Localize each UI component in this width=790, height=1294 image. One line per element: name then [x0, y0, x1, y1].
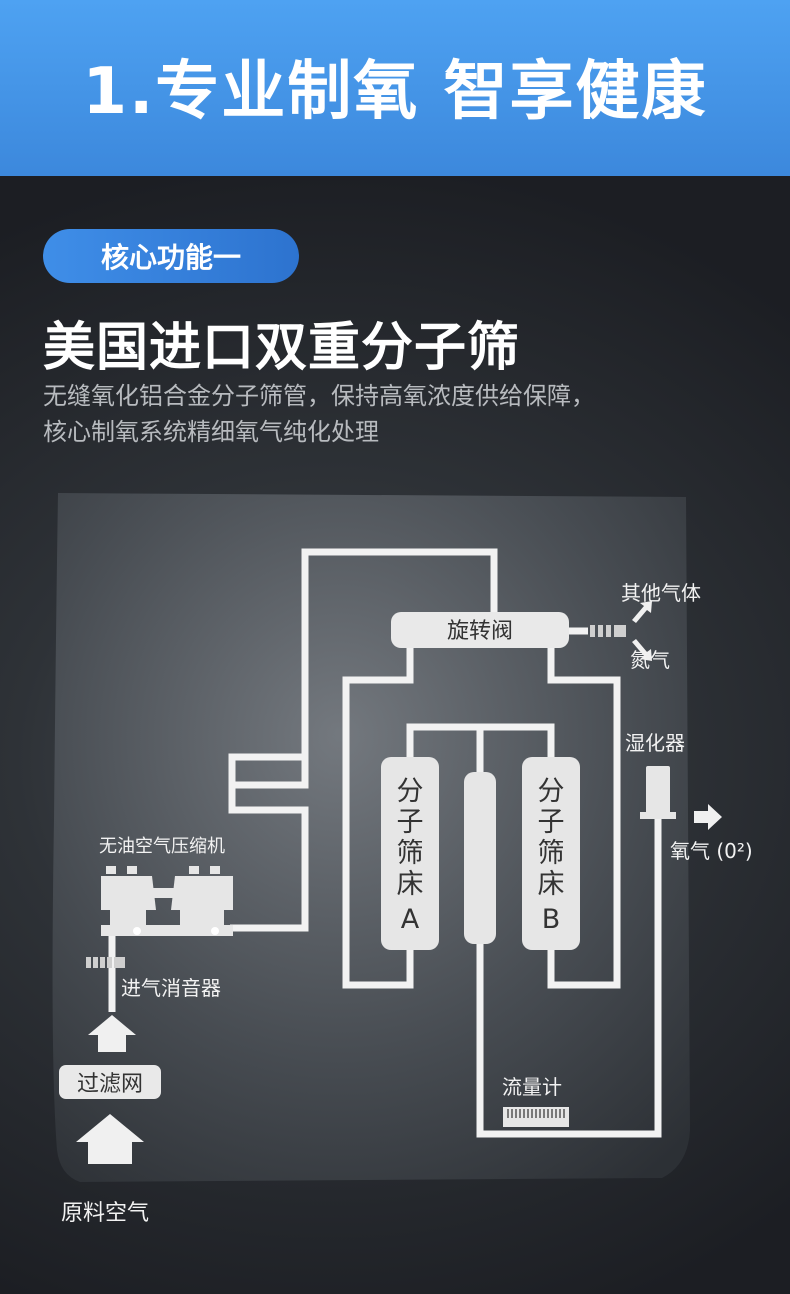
compressor-label: 无油空气压缩机	[99, 836, 225, 857]
sieve-b-char: 筛	[538, 838, 565, 869]
pipe-valve-right	[547, 640, 621, 989]
sieve-bed-a-label: 分 子 筛 床 A	[397, 776, 424, 935]
sieve-b-char: 子	[538, 807, 565, 838]
rotary-valve-label: 旋转阀	[447, 619, 513, 644]
sieve-a-char: 床	[397, 869, 424, 900]
pipe-top-connector	[406, 723, 555, 775]
pipe-valve-left	[342, 640, 414, 989]
sieve-bed-b	[522, 757, 580, 950]
description-line-1: 无缝氧化铝合金分子筛管，保持高氧浓度供给保障，	[43, 382, 595, 410]
filter-label: 过滤网	[77, 1072, 143, 1097]
rotary-valve-box	[391, 612, 569, 648]
section-description: 无缝氧化铝合金分子筛管，保持高氧浓度供给保障， 核心制氧系统精细氧气纯化处理	[43, 378, 595, 450]
pipe-middle-down	[476, 818, 662, 1138]
flowmeter-icon	[503, 1107, 569, 1127]
page-title: 1.专业制氧 智享健康	[82, 55, 708, 129]
oxygen-output-label: 氧气 (0²)	[670, 839, 753, 863]
sieve-b-char: B	[542, 904, 561, 935]
sieve-a-char: 筛	[397, 838, 424, 869]
humidifier-label: 湿化器	[625, 731, 685, 755]
filter-box	[59, 1065, 161, 1099]
machine-body-silhouette	[52, 493, 690, 1182]
sieve-bed-a	[381, 757, 439, 950]
flowmeter-label: 流量计	[502, 1075, 562, 1099]
compressor-icon	[101, 866, 233, 936]
compressor-port	[133, 927, 141, 935]
middle-tank	[464, 772, 496, 944]
feature-badge: 核心功能一	[43, 229, 299, 283]
intake-silencer-label: 进气消音器	[121, 976, 221, 1000]
sieve-b-char: 床	[538, 869, 565, 900]
raw-air-label: 原料空气	[61, 1201, 149, 1226]
description-line-2: 核心制氧系统精细氧气纯化处理	[43, 418, 379, 446]
sieve-a-char: 子	[397, 807, 424, 838]
humidifier-base	[640, 812, 676, 819]
pipe-top-loop	[228, 548, 498, 932]
compressor-port	[211, 927, 219, 935]
nitrogen-label: 氮气	[630, 648, 670, 672]
sieve-b-char: 分	[538, 776, 565, 807]
filter-arrow-icon	[88, 1015, 136, 1052]
other-gas-label: 其他气体	[621, 581, 701, 605]
exhaust-muffler	[590, 625, 626, 637]
header-banner: 1.专业制氧 智享健康	[0, 0, 790, 176]
sieve-a-char: 分	[397, 776, 424, 807]
sieve-a-char: A	[401, 904, 420, 935]
exhaust-arrows-icon	[632, 601, 652, 661]
humidifier-bottle	[646, 766, 670, 814]
intake-silencer-icon	[86, 957, 125, 968]
raw-air-arrow-icon	[76, 1114, 144, 1164]
section-title: 美国进口双重分子筛	[43, 318, 521, 378]
sieve-bed-b-label: 分 子 筛 床 B	[538, 776, 565, 935]
oxygen-output-arrow-icon	[694, 804, 722, 830]
